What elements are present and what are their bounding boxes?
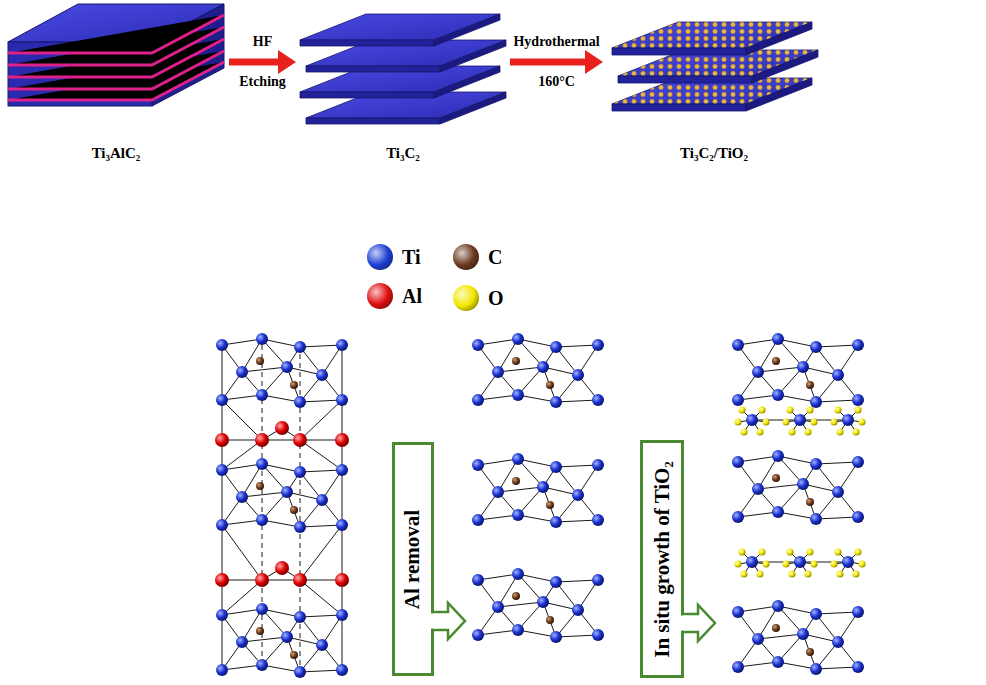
step-border [394,444,433,675]
arrow-head [585,50,603,74]
node-label: Ti₃C₂/TiO₂ [680,145,748,162]
arrow-joint [430,614,436,629]
process-step-box: In situ growth of TiO₂ [640,440,684,678]
step-border [642,442,683,677]
node-label: In situ growth of TiO₂ [650,461,675,658]
arrow-joint [680,616,686,631]
legend-holder: O [488,287,504,310]
max-phase-block [8,4,224,106]
step-arrow [433,603,466,639]
legend-label: Al [402,285,422,307]
material-panel: Ti₃C₂/TiO₂ [605,0,823,168]
legend-label: Ti [402,246,421,268]
legend-holder: Al [402,285,422,308]
atom-swatch [453,244,479,270]
arrow-shaft [229,59,280,66]
atom-swatch [453,285,479,311]
arrow-label-holder: HF Etching [239,22,286,102]
legend-holder: C [488,246,502,269]
legend-label: C [488,246,502,268]
composite-crystal [732,333,866,675]
arrow-label: HF Etching [239,22,286,102]
process-arrow [229,50,296,74]
node-label: Ti₃C₂ [386,145,420,162]
arrow-label: Hydrothermal 160°C [513,22,599,102]
step-arrow [683,605,716,641]
legend-holder: Ti [402,246,421,269]
arrow-label-holder: Hydrothermal 160°C [513,22,599,102]
mxene-sheets [300,14,506,124]
max-phase-crystal [215,333,349,678]
legend-label: O [488,287,504,309]
material-panel: Ti₃AlC₂ [5,0,227,168]
material-panel: Ti₃C₂ [298,0,508,168]
atom-swatch [367,244,393,270]
process-step-box: Al removal [392,442,434,676]
composite-sheets [612,22,818,111]
arrow-head [278,50,296,74]
process-arrow [510,50,603,74]
atom-swatch [367,283,393,309]
mxene-crystal [472,333,604,643]
node-label: Ti₃AlC₂ [92,145,141,162]
arrow-shaft [510,59,587,66]
node-label: Al removal [401,509,426,608]
